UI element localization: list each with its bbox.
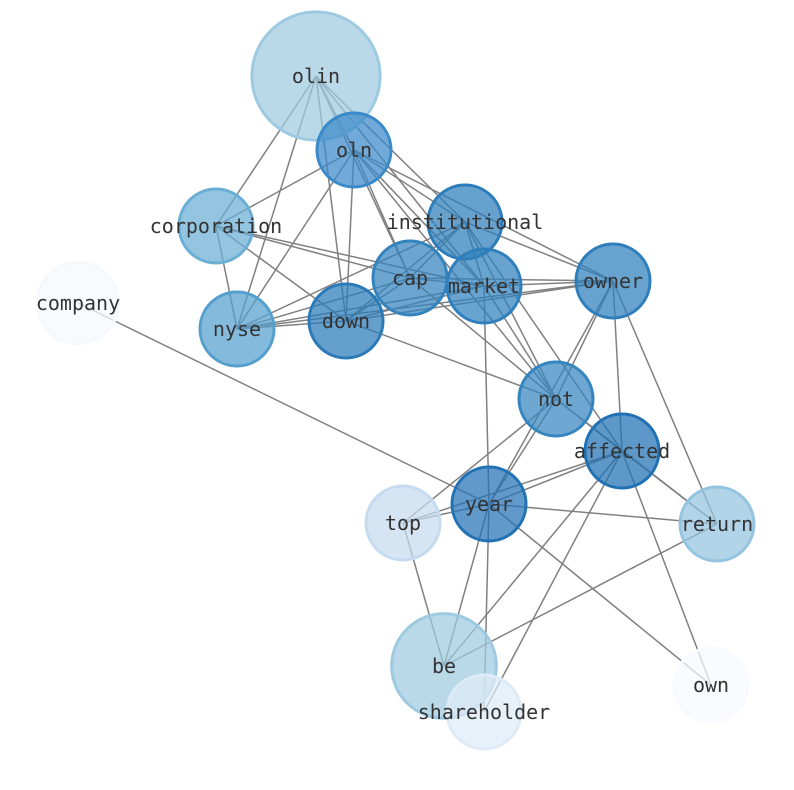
node-oln[interactable]: oln <box>315 111 393 189</box>
edge-institutional-nyse <box>236 221 466 330</box>
node-cap[interactable]: cap <box>371 239 449 317</box>
node-institutional[interactable]: institutional <box>387 183 544 261</box>
node-olin-label: olin <box>292 64 340 88</box>
edge-affected-own <box>621 450 712 686</box>
node-institutional-label: institutional <box>387 210 544 234</box>
node-olin-circle <box>250 10 382 142</box>
edge-year-own <box>488 503 712 686</box>
node-owner-circle <box>574 242 652 320</box>
node-down[interactable]: down <box>307 282 385 360</box>
node-market[interactable]: market <box>445 247 523 325</box>
node-top[interactable]: top <box>364 484 442 562</box>
node-corporation-label: corporation <box>150 214 282 238</box>
node-company[interactable]: company <box>35 260 121 346</box>
node-company-circle <box>35 260 121 346</box>
node-owner-label: owner <box>583 269 643 293</box>
node-shareholder-label: shareholder <box>418 700 550 724</box>
node-down-circle <box>307 282 385 360</box>
node-year-circle <box>450 465 528 543</box>
node-olin[interactable]: olin <box>250 10 382 142</box>
node-nyse-circle <box>198 290 276 368</box>
node-owner[interactable]: owner <box>574 242 652 320</box>
node-oln-circle <box>315 111 393 189</box>
node-return-circle <box>678 485 756 563</box>
node-own[interactable]: own <box>672 646 750 724</box>
node-not-circle <box>517 360 595 438</box>
node-corporation[interactable]: corporation <box>150 187 282 265</box>
node-shareholder[interactable]: shareholder <box>418 673 550 751</box>
node-top-label: top <box>385 511 421 535</box>
edge-affected-shareholder <box>483 450 623 713</box>
edge-company-year <box>77 302 490 505</box>
node-company-label: company <box>36 291 120 315</box>
node-layer: olin oln corporation institutional cap m… <box>35 10 756 751</box>
node-nyse[interactable]: nyse <box>198 290 276 368</box>
node-affected-label: affected <box>574 439 670 463</box>
node-not[interactable]: not <box>517 360 595 438</box>
node-year[interactable]: year <box>450 465 528 543</box>
node-corporation-circle <box>177 187 255 265</box>
node-shareholder-circle <box>445 673 523 751</box>
node-affected[interactable]: affected <box>574 412 670 490</box>
node-oln-label: oln <box>336 138 372 162</box>
node-affected-circle <box>583 412 661 490</box>
node-be-label: be <box>432 654 456 678</box>
node-top-circle <box>364 484 442 562</box>
node-return[interactable]: return <box>678 485 756 563</box>
node-year-label: year <box>465 492 513 516</box>
node-market-circle <box>445 247 523 325</box>
node-not-label: not <box>538 387 574 411</box>
edge-layer <box>77 75 718 713</box>
node-cap-label: cap <box>392 266 428 290</box>
node-market-label: market <box>448 274 520 298</box>
node-nyse-label: nyse <box>213 317 261 341</box>
node-return-label: return <box>681 512 753 536</box>
node-own-label: own <box>693 673 729 697</box>
node-down-label: down <box>322 309 370 333</box>
edge-owner-return <box>612 280 718 525</box>
node-own-circle <box>672 646 750 724</box>
